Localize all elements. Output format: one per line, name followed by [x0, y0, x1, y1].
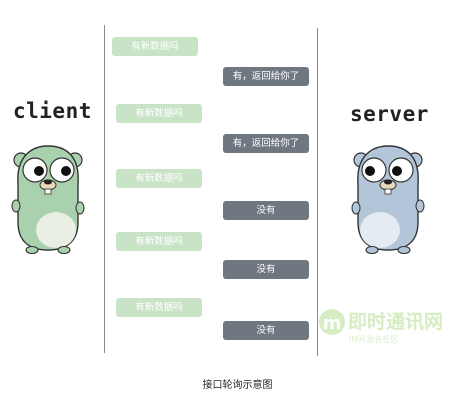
client-gopher-icon [11, 145, 85, 254]
watermark-subtitle: IM开发者社区 [349, 334, 398, 344]
request-message-2: 有新数据吗 [116, 104, 202, 123]
response-message-2: 有，返回给你了 [223, 134, 309, 153]
watermark-logo: m 即时通讯网 IM开发者社区 [319, 309, 443, 344]
server-gopher-icon [351, 145, 425, 254]
response-message-5: 没有 [223, 321, 309, 340]
watermark-title: 即时通讯网 [348, 311, 443, 333]
server-lifeline [317, 28, 318, 356]
svg-text:m: m [323, 313, 342, 334]
request-message-1: 有新数据吗 [112, 37, 198, 56]
response-message-3: 没有 [223, 201, 309, 220]
request-message-5: 有新数据吗 [116, 298, 202, 317]
request-message-3: 有新数据吗 [116, 169, 202, 188]
response-message-4: 没有 [223, 260, 309, 279]
client-lifeline [104, 25, 105, 353]
response-message-1: 有，返回给你了 [223, 67, 309, 86]
server-label: server [350, 102, 429, 126]
diagram-caption: 接口轮询示意图 [202, 380, 273, 391]
request-message-4: 有新数据吗 [116, 232, 202, 251]
client-label: client [13, 99, 92, 123]
